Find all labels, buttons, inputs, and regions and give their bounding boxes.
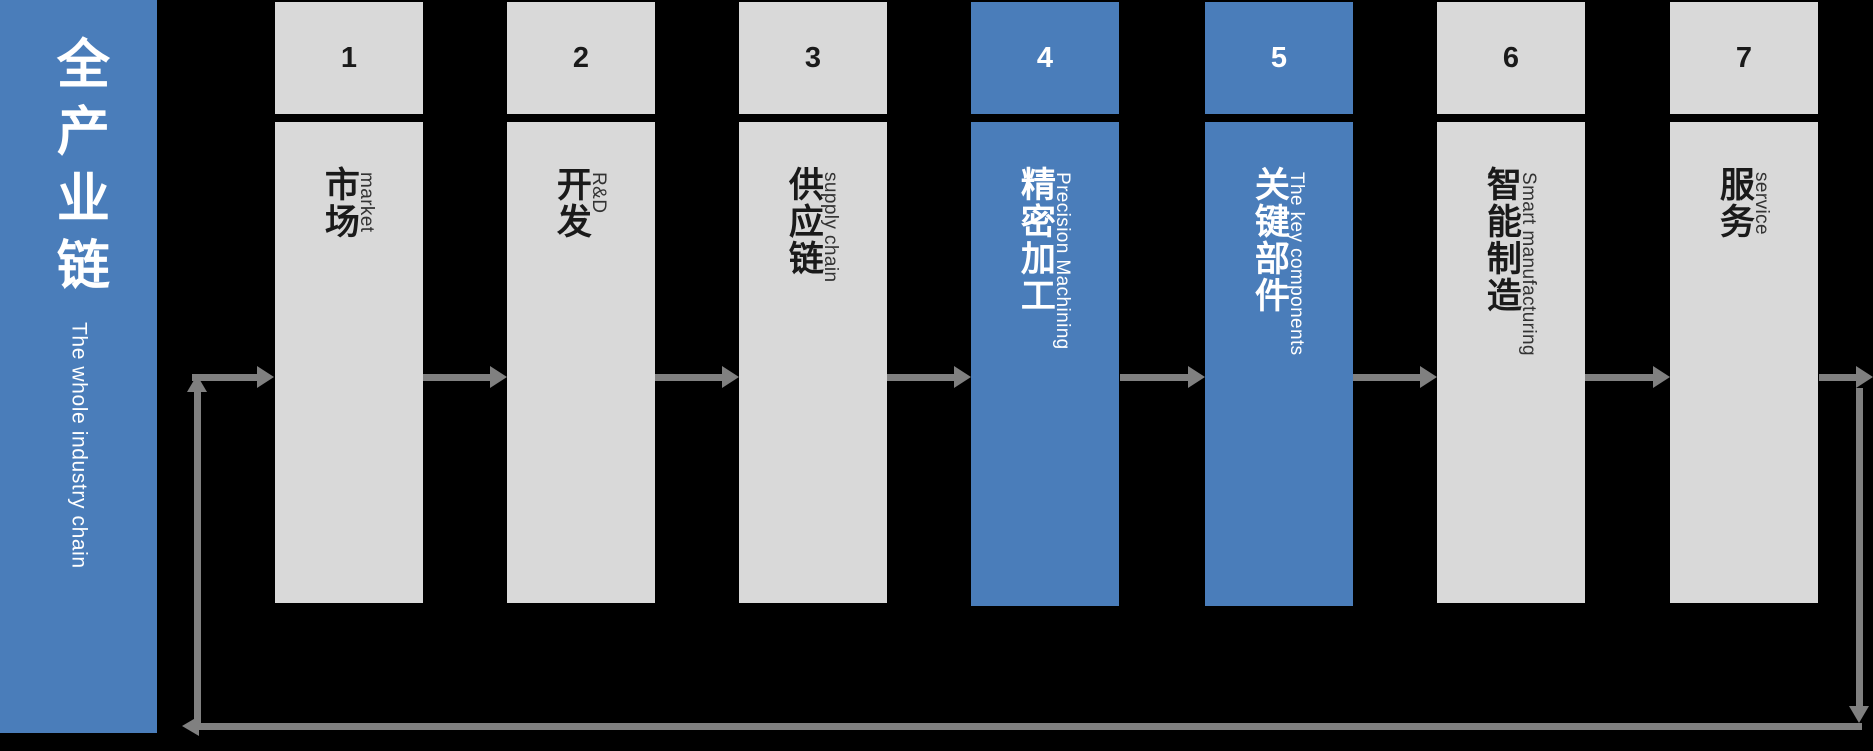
flow-arrow-into-stage-1 — [192, 366, 274, 388]
stage-label-en-2: R&D — [587, 172, 609, 214]
stage-body-1: 市场 market — [275, 122, 423, 603]
stage-number-4: 4 — [1036, 41, 1054, 74]
stage-label-en-7: service — [1750, 172, 1772, 235]
feedback-loop-right-segment — [1856, 388, 1863, 710]
stage-label-cn-1: 市场 — [319, 166, 359, 240]
stage-label-cn-5: 关键部件 — [1249, 166, 1289, 314]
stage-number-box-6: 6 — [1437, 2, 1585, 114]
stage-number-box-1: 1 — [275, 2, 423, 114]
stage-body-3: 供应链 supply chain — [739, 122, 887, 603]
flow-arrow-out-of-stage-7 — [1819, 366, 1873, 388]
stage-body-2: 开发 R&D — [507, 122, 655, 603]
stage-label-cn-6: 智能制造 — [1481, 166, 1521, 314]
stage-label-en-1: market — [355, 172, 377, 233]
stage-label-group-2: 开发 R&D — [507, 166, 655, 596]
stage-body-5: 关键部件 The key components — [1205, 122, 1353, 606]
stage-label-cn-2: 开发 — [551, 166, 591, 240]
stage-label-group-7: 服务 service — [1670, 166, 1818, 596]
stage-label-cn-3: 供应链 — [783, 166, 823, 277]
stage-label-group-6: 智能制造 Smart manufacturing — [1437, 166, 1585, 596]
flow-arrow-2-to-3 — [655, 366, 739, 388]
stage-number-7: 7 — [1735, 41, 1753, 74]
stage-label-group-1: 市场 market — [275, 166, 423, 596]
stage-body-7: 服务 service — [1670, 122, 1818, 603]
stage-number-5: 5 — [1270, 41, 1288, 74]
flow-arrow-4-to-5 — [1120, 366, 1205, 388]
stage-label-group-5: 关键部件 The key components — [1205, 166, 1353, 596]
banner-title-en: The whole industry chain — [67, 322, 91, 569]
feedback-loop-up-arrowhead-icon — [187, 375, 207, 392]
flow-arrow-6-to-7 — [1585, 366, 1670, 388]
stage-label-en-3: supply chain — [819, 172, 841, 283]
stage-label-en-4: Precision Machining — [1051, 172, 1073, 350]
feedback-loop-down-arrowhead-icon — [1849, 706, 1869, 723]
stage-label-cn-4: 精密加工 — [1015, 166, 1055, 314]
stage-number-box-5: 5 — [1205, 2, 1353, 114]
feedback-loop-bottom-segment — [198, 723, 1862, 730]
flow-arrow-3-to-4 — [887, 366, 971, 388]
stage-label-group-3: 供应链 supply chain — [739, 166, 887, 596]
stage-number-3: 3 — [804, 41, 822, 74]
stage-number-box-3: 3 — [739, 2, 887, 114]
stage-label-en-6: Smart manufacturing — [1517, 172, 1539, 356]
stage-number-2: 2 — [572, 41, 590, 74]
feedback-loop-left-segment — [194, 392, 201, 726]
stage-label-en-5: The key components — [1285, 172, 1307, 356]
flow-arrow-1-to-2 — [423, 366, 507, 388]
stage-label-group-4: 精密加工 Precision Machining — [971, 166, 1119, 596]
stage-body-6: 智能制造 Smart manufacturing — [1437, 122, 1585, 603]
stage-number-box-2: 2 — [507, 2, 655, 114]
flow-arrow-5-to-6 — [1353, 366, 1437, 388]
stage-number-box-7: 7 — [1670, 2, 1818, 114]
stage-number-box-4: 4 — [971, 2, 1119, 114]
stage-body-4: 精密加工 Precision Machining — [971, 122, 1119, 606]
banner-title-cn: 全产业链 — [49, 36, 109, 304]
banner-text-group: 全产业链 The whole industry chain — [0, 22, 157, 722]
stage-label-cn-7: 服务 — [1714, 166, 1754, 240]
industry-chain-banner: 全产业链 The whole industry chain — [0, 0, 157, 733]
stage-number-1: 1 — [340, 41, 358, 74]
stage-number-6: 6 — [1502, 41, 1520, 74]
